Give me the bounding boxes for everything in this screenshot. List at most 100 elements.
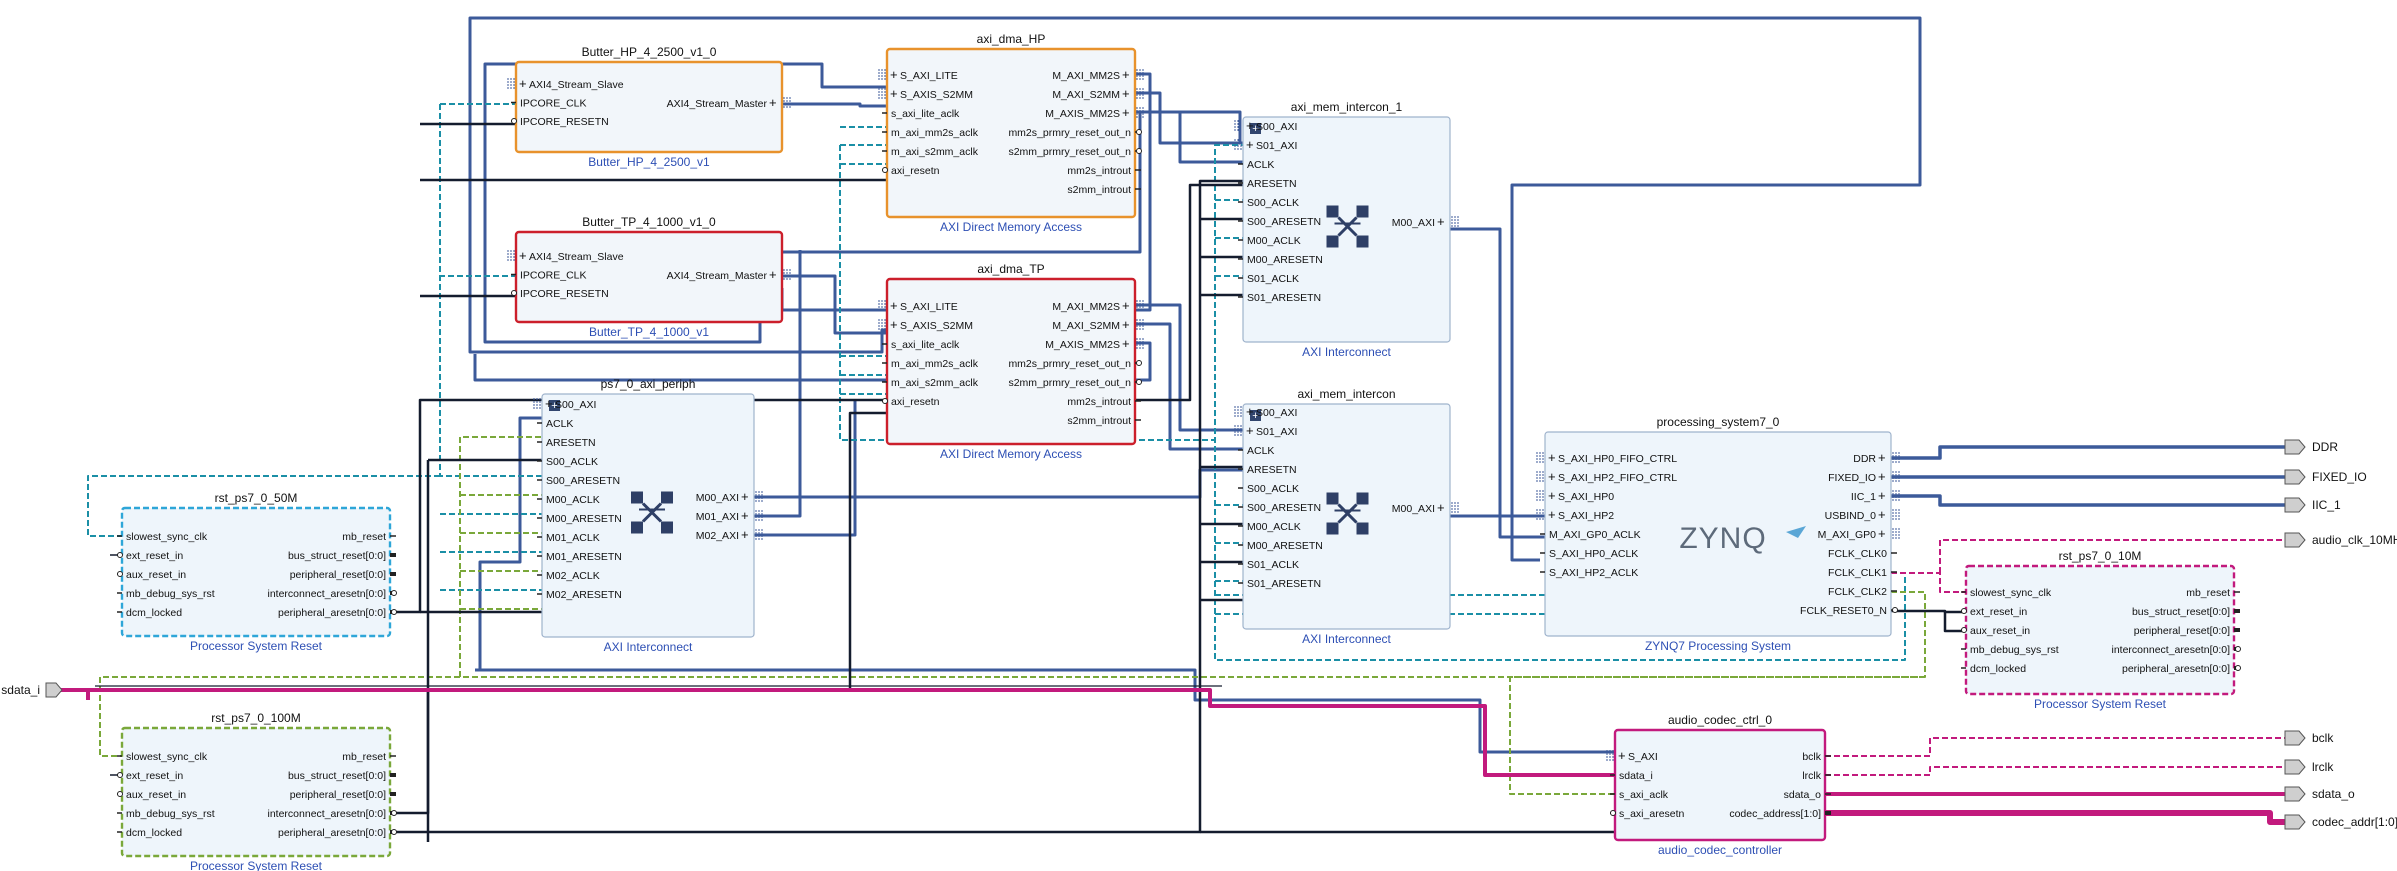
pin-peripheral-reset[interactable]: peripheral_reset[0:0] — [2134, 625, 2230, 637]
pin-m00-aclk[interactable]: M00_ACLK — [1247, 521, 1301, 533]
plus-icon[interactable]: + — [890, 298, 898, 313]
plus-icon[interactable]: + — [1122, 105, 1130, 120]
axi-bus-wire[interactable] — [754, 468, 1243, 499]
pin-s00-axi[interactable]: S00_AXI — [1256, 407, 1297, 419]
bus-interface-icon[interactable] — [1136, 319, 1144, 331]
plus-icon[interactable]: + — [1878, 526, 1886, 541]
pin-mb-reset[interactable]: mb_reset — [342, 531, 386, 543]
pin-ipcore-clk[interactable]: IPCORE_CLK — [520, 98, 587, 110]
pin-aclk[interactable]: ACLK — [1247, 159, 1274, 171]
pin-bus-struct-reset[interactable]: bus_struct_reset[0:0] — [288, 550, 386, 562]
pin-iic-1[interactable]: IIC_1 — [1851, 491, 1876, 503]
pin-s-axi-hp2[interactable]: S_AXI_HP2 — [1558, 510, 1614, 522]
clock-wire[interactable] — [1509, 676, 1925, 795]
pin-aux-reset-in[interactable]: aux_reset_in — [126, 789, 186, 801]
pin-aresetn[interactable]: ARESETN — [546, 437, 596, 449]
expand-icon[interactable] — [1250, 123, 1261, 134]
pin-s-axi-lite[interactable]: S_AXI_LITE — [900, 301, 958, 313]
pin-fclk-clk2[interactable]: FCLK_CLK2 — [1828, 586, 1887, 598]
reset-wire[interactable] — [1891, 609, 1966, 614]
plus-icon[interactable]: + — [1122, 336, 1130, 351]
pin-mb-debug-sys-rst[interactable]: mb_debug_sys_rst — [126, 808, 215, 820]
pin-mm2s-introut[interactable]: mm2s_introut — [1067, 165, 1131, 177]
bus-interface-icon[interactable] — [1234, 425, 1242, 437]
pin-dcm-locked[interactable]: dcm_locked — [1970, 663, 2026, 675]
plus-icon[interactable]: + — [741, 508, 749, 523]
bclk-wire[interactable] — [1825, 737, 2285, 757]
sdata-i-wire[interactable] — [60, 688, 90, 700]
bus-interface-icon[interactable] — [1136, 338, 1144, 350]
axi-stream-wire[interactable] — [473, 341, 1152, 382]
bus-interface-icon[interactable] — [1234, 139, 1242, 151]
plus-icon[interactable]: + — [1122, 298, 1130, 313]
pin-s00-aclk[interactable]: S00_ACLK — [546, 456, 598, 468]
pin-slowest-sync-clk[interactable]: slowest_sync_clk — [126, 531, 208, 543]
bus-interface-icon[interactable] — [878, 319, 886, 331]
pin-m00-aclk[interactable]: M00_ACLK — [546, 494, 600, 506]
bus-interface-icon[interactable] — [1892, 528, 1900, 540]
bus-interface-icon[interactable] — [755, 529, 763, 541]
bus-interface-icon[interactable] — [533, 398, 541, 410]
bus-interface-icon[interactable] — [1536, 452, 1544, 464]
plus-icon[interactable]: + — [545, 396, 553, 411]
pin-m01-aclk[interactable]: M01_ACLK — [546, 532, 600, 544]
block-butter-tp[interactable]: Butter_TP_4_1000_v1_0Butter_TP_4_1000_v1… — [507, 215, 791, 339]
pin-m-axi-s2mm-aclk[interactable]: m_axi_s2mm_aclk — [891, 377, 979, 389]
pin-m-axi-mm2s-aclk[interactable]: m_axi_mm2s_aclk — [891, 358, 979, 370]
bus-interface-icon[interactable] — [878, 88, 886, 100]
plus-icon[interactable]: + — [1437, 500, 1445, 515]
clock-wire[interactable] — [99, 676, 460, 757]
pin-m-axi-s2mm-aclk[interactable]: m_axi_s2mm_aclk — [891, 146, 979, 158]
pin-fclk-clk1[interactable]: FCLK_CLK1 — [1828, 567, 1887, 579]
plus-icon[interactable]: + — [1548, 450, 1556, 465]
lrclk-wire[interactable] — [1825, 766, 2285, 776]
plus-icon[interactable]: + — [890, 67, 898, 82]
pin-m01-aresetn[interactable]: M01_ARESETN — [546, 551, 622, 563]
pin-s2mm-prmry-reset-out-n[interactable]: s2mm_prmry_reset_out_n — [1008, 146, 1131, 158]
pin-dcm-locked[interactable]: dcm_locked — [126, 607, 182, 619]
bus-interface-icon[interactable] — [1606, 750, 1614, 762]
bus-interface-icon[interactable] — [1136, 107, 1144, 119]
pin-fclk-clk0[interactable]: FCLK_CLK0 — [1828, 548, 1887, 560]
pin-bus-struct-reset[interactable]: bus_struct_reset[0:0] — [2132, 606, 2230, 618]
pin-s00-axi[interactable]: S00_AXI — [555, 399, 596, 411]
plus-icon[interactable]: + — [1878, 469, 1886, 484]
plus-icon[interactable]: + — [1246, 423, 1254, 438]
plus-icon[interactable]: + — [890, 317, 898, 332]
axi-bus-wire[interactable] — [1135, 91, 1243, 145]
clock-wire[interactable] — [87, 475, 440, 537]
plus-icon[interactable]: + — [1122, 86, 1130, 101]
axi-bus-wire[interactable] — [1135, 322, 1243, 451]
plus-icon[interactable]: + — [1548, 507, 1556, 522]
ddr-wire[interactable] — [1891, 445, 2285, 460]
pin-bclk[interactable]: bclk — [1802, 751, 1821, 763]
axi-bus-wire[interactable] — [1135, 303, 1243, 432]
axi-bus-wire[interactable] — [754, 400, 857, 537]
pin-mb-debug-sys-rst[interactable]: mb_debug_sys_rst — [126, 588, 215, 600]
pin-s-axis-s2mm[interactable]: S_AXIS_S2MM — [900, 89, 973, 101]
pin-m00-axi[interactable]: M00_AXI — [1392, 503, 1435, 515]
plus-icon[interactable]: + — [769, 267, 777, 282]
fclk-clk1-wire[interactable] — [459, 436, 1926, 678]
pin-ipcore-clk[interactable]: IPCORE_CLK — [520, 270, 587, 282]
pin-mm2s-prmry-reset-out-n[interactable]: mm2s_prmry_reset_out_n — [1008, 127, 1131, 139]
pin-s-axi-lite-aclk[interactable]: s_axi_lite_aclk — [891, 108, 960, 120]
plus-icon[interactable]: + — [1618, 748, 1626, 763]
pin-ddr[interactable]: DDR — [1853, 453, 1876, 465]
pin-m-axis-mm2s[interactable]: M_AXIS_MM2S — [1045, 339, 1120, 351]
pin-axi4-stream-master[interactable]: AXI4_Stream_Master — [667, 98, 768, 110]
pin-axi-resetn[interactable]: axi_resetn — [891, 396, 940, 408]
block-codec[interactable]: audio_codec_ctrl_0audio_codec_controller… — [1606, 713, 1831, 857]
pin-m00-aresetn[interactable]: M00_ARESETN — [1247, 254, 1323, 266]
pin-m00-aresetn[interactable]: M00_ARESETN — [1247, 540, 1323, 552]
axi-stream-wire[interactable] — [782, 274, 887, 335]
bus-interface-icon[interactable] — [878, 69, 886, 81]
pin-s-axi-lite[interactable]: S_AXI_LITE — [900, 70, 958, 82]
bus-interface-icon[interactable] — [1536, 509, 1544, 521]
plus-icon[interactable]: + — [1246, 404, 1254, 419]
pin-m-axi-gp0[interactable]: M_AXI_GP0 — [1818, 529, 1877, 541]
